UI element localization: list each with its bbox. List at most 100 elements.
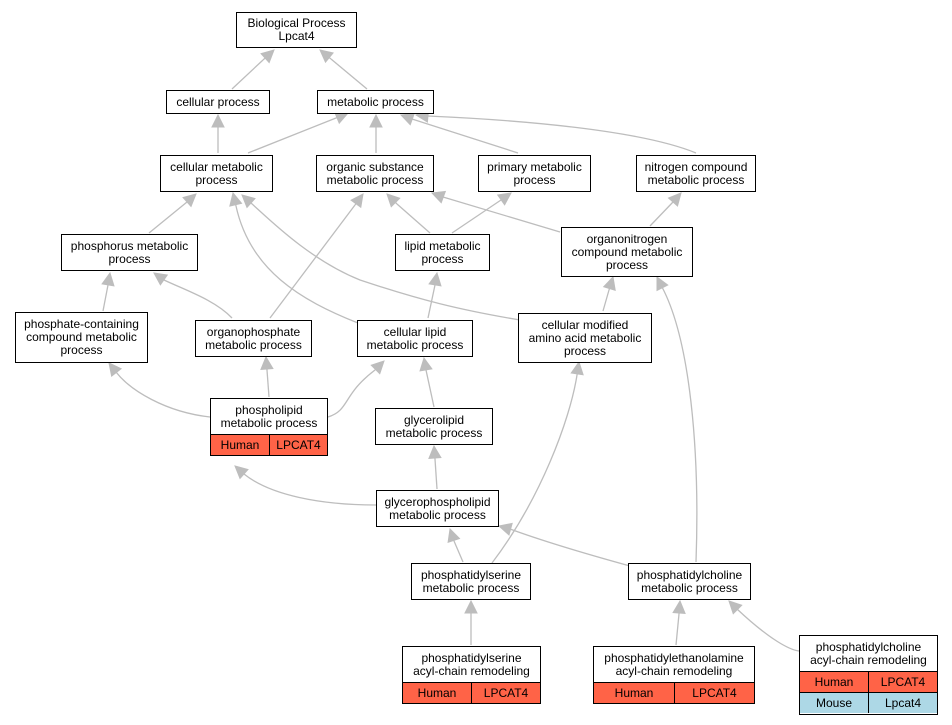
arrowhead	[101, 271, 115, 287]
node-label: Biological Process Lpcat4	[247, 16, 346, 43]
node-nitrogen-compound-metabolic-process[interactable]: nitrogen compound metabolic process	[636, 155, 756, 192]
node-label: lipid metabolic process	[404, 238, 481, 266]
edge	[426, 115, 697, 154]
species-label: Mouse	[815, 695, 853, 710]
node-cellular-lipid-metabolic-process[interactable]: cellular lipid metabolic process	[357, 320, 473, 357]
node-label: phosphatidylcholine metabolic process	[636, 567, 743, 595]
arrowhead	[428, 271, 442, 287]
edge	[509, 528, 631, 567]
edge	[451, 199, 502, 234]
node-label: phosphate-containing compound metabolic …	[24, 317, 139, 357]
node-label: primary metabolic process	[487, 159, 582, 187]
node-phosphatidylserine-metabolic-process[interactable]: phosphatidylserine metabolic process	[411, 563, 531, 600]
edge	[675, 613, 680, 646]
node-phosphate-containing-compound-metabolic-process[interactable]: phosphate-containing compound metabolic …	[15, 312, 148, 363]
edge	[243, 473, 377, 506]
species-label: Human	[814, 674, 854, 689]
edge	[442, 196, 561, 233]
edge	[269, 204, 356, 319]
gene-label[interactable]: LPCAT4	[269, 435, 327, 455]
node-primary-metabolic-process[interactable]: primary metabolic process	[478, 155, 591, 192]
node-phosphorus-metabolic-process[interactable]: phosphorus metabolic process	[61, 234, 198, 271]
edge	[736, 608, 800, 652]
arrowhead	[602, 275, 616, 291]
edge	[453, 540, 464, 563]
node-label: cellular process	[176, 94, 260, 109]
node-organonitrogen-compound-metabolic-process[interactable]: organonitrogen compound metabolic proces…	[561, 227, 693, 277]
node-organic-substance-metabolic-process[interactable]: organic substance metabolic process	[316, 155, 434, 192]
node-phosphatidylcholine-acyl-chain-remodeling[interactable]: phosphatidylcholine acyl-chain remodelin…	[799, 635, 938, 715]
node-label: phosphatidylcholine acyl-chain remodelin…	[810, 639, 927, 667]
node-phosphatidylcholine-metabolic-process[interactable]: phosphatidylcholine metabolic process	[628, 563, 751, 600]
node-cellular-process[interactable]: cellular process	[166, 90, 270, 114]
node-label: nitrogen compound metabolic process	[644, 159, 748, 187]
arrowhead	[108, 362, 123, 378]
node-metabolic-process[interactable]: metabolic process	[317, 90, 434, 114]
arrowhead	[386, 193, 401, 208]
annotation-row-human: Human LPCAT4	[800, 671, 937, 692]
arrowhead	[211, 113, 225, 128]
edge	[602, 289, 610, 312]
node-label: organonitrogen compound metabolic proces…	[571, 231, 683, 272]
node-lipid-metabolic-process[interactable]: lipid metabolic process	[395, 234, 490, 271]
species-label: Human	[220, 437, 260, 452]
gene-label[interactable]: Lpcat4	[868, 693, 937, 713]
edge	[250, 202, 521, 321]
arrowhead	[728, 600, 743, 615]
node-glycerolipid-metabolic-process[interactable]: glycerolipid metabolic process	[375, 408, 493, 445]
node-organophosphate-metabolic-process[interactable]: organophosphate metabolic process	[195, 320, 312, 357]
node-label: phospholipid metabolic process	[220, 402, 318, 430]
annotation-row-human: Human LPCAT4	[211, 434, 327, 455]
edge	[247, 117, 337, 154]
node-label: organophosphate metabolic process	[205, 324, 302, 352]
arrowhead	[496, 192, 512, 206]
node-label: organic substance metabolic process	[326, 159, 424, 187]
edge	[396, 203, 431, 234]
node-cellular-metabolic-process[interactable]: cellular metabolic process	[160, 155, 273, 192]
arrowhead	[234, 465, 249, 480]
edge	[327, 369, 376, 418]
gene-label[interactable]: LPCAT4	[471, 683, 540, 703]
arrowhead	[153, 272, 169, 286]
edge	[235, 205, 359, 324]
edge	[491, 374, 578, 564]
node-phosphatidylethanolamine-acyl-chain-remodeling[interactable]: phosphatidylethanolamine acyl-chain remo…	[593, 646, 755, 704]
edge	[425, 369, 435, 408]
gene-label[interactable]: LPCAT4	[868, 672, 937, 692]
node-label: glycerophospholipid metabolic process	[384, 494, 491, 522]
annotation-row-human: Human LPCAT4	[403, 682, 540, 703]
species-label: Human	[614, 685, 654, 700]
edge	[330, 58, 368, 90]
edge	[661, 286, 698, 563]
edge	[163, 279, 233, 319]
edge	[231, 59, 264, 90]
arrowhead	[350, 193, 364, 209]
node-biological-process[interactable]: Biological Process Lpcat4	[236, 12, 357, 48]
node-label: cellular modified amino acid metabolic p…	[528, 317, 642, 358]
node-phosphatidylserine-acyl-chain-remodeling[interactable]: phosphatidylserine acyl-chain remodeling…	[402, 646, 541, 704]
edge	[649, 201, 674, 227]
node-glycerophospholipid-metabolic-process[interactable]: glycerophospholipid metabolic process	[376, 490, 499, 527]
arrowhead	[229, 191, 243, 207]
arrowhead	[672, 599, 686, 614]
node-phospholipid-metabolic-process[interactable]: phospholipid metabolic process Human LPC…	[210, 398, 328, 456]
arrowhead	[182, 193, 197, 208]
node-label: phosphatidylserine acyl-chain remodeling	[413, 650, 530, 678]
arrowhead	[447, 527, 461, 544]
arrowhead	[570, 360, 584, 376]
arrowhead	[260, 355, 274, 370]
edge	[411, 118, 519, 154]
annotation-row-mouse: Mouse Lpcat4	[800, 692, 937, 713]
node-label: cellular lipid metabolic process	[366, 324, 464, 352]
arrowhead	[319, 49, 334, 64]
arrowhead	[419, 356, 433, 372]
gene-label[interactable]: LPCAT4	[674, 683, 754, 703]
arrowhead	[656, 276, 669, 292]
edge	[115, 371, 211, 418]
species-label: Human	[417, 685, 457, 700]
edge	[266, 369, 270, 398]
node-cellular-modified-amino-acid-metabolic-process[interactable]: cellular modified amino acid metabolic p…	[518, 313, 652, 363]
arrowhead	[370, 360, 385, 375]
node-label: phosphorus metabolic process	[70, 238, 189, 266]
